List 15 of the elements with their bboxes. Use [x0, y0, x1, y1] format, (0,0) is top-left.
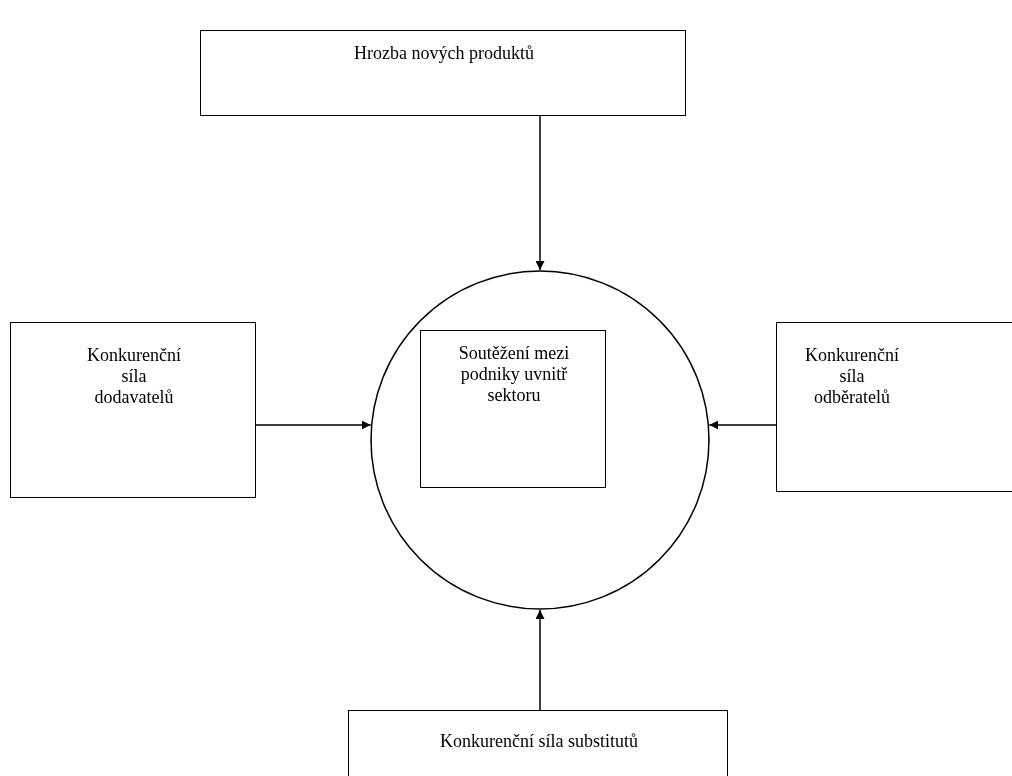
arrow: [535, 609, 545, 711]
arrow: [255, 420, 372, 430]
text-box: [776, 322, 1012, 492]
text-box: [420, 330, 606, 488]
arrow: [535, 115, 545, 271]
box-label: Hrozba nových produktů: [353, 43, 535, 64]
text-box: [10, 322, 256, 498]
box-label: Konkurenční síla dodavatelů: [86, 345, 182, 408]
box-label: Soutěžení mezi podniky uvnitř sektoru: [457, 343, 571, 406]
box-label: Konkurenční síla substitutů: [439, 731, 639, 752]
text-box: [200, 30, 686, 116]
text-box: [348, 710, 728, 776]
circle-node: [370, 270, 710, 610]
arrow: [708, 420, 777, 430]
box-label: Konkurenční síla odběratelů: [804, 345, 900, 408]
